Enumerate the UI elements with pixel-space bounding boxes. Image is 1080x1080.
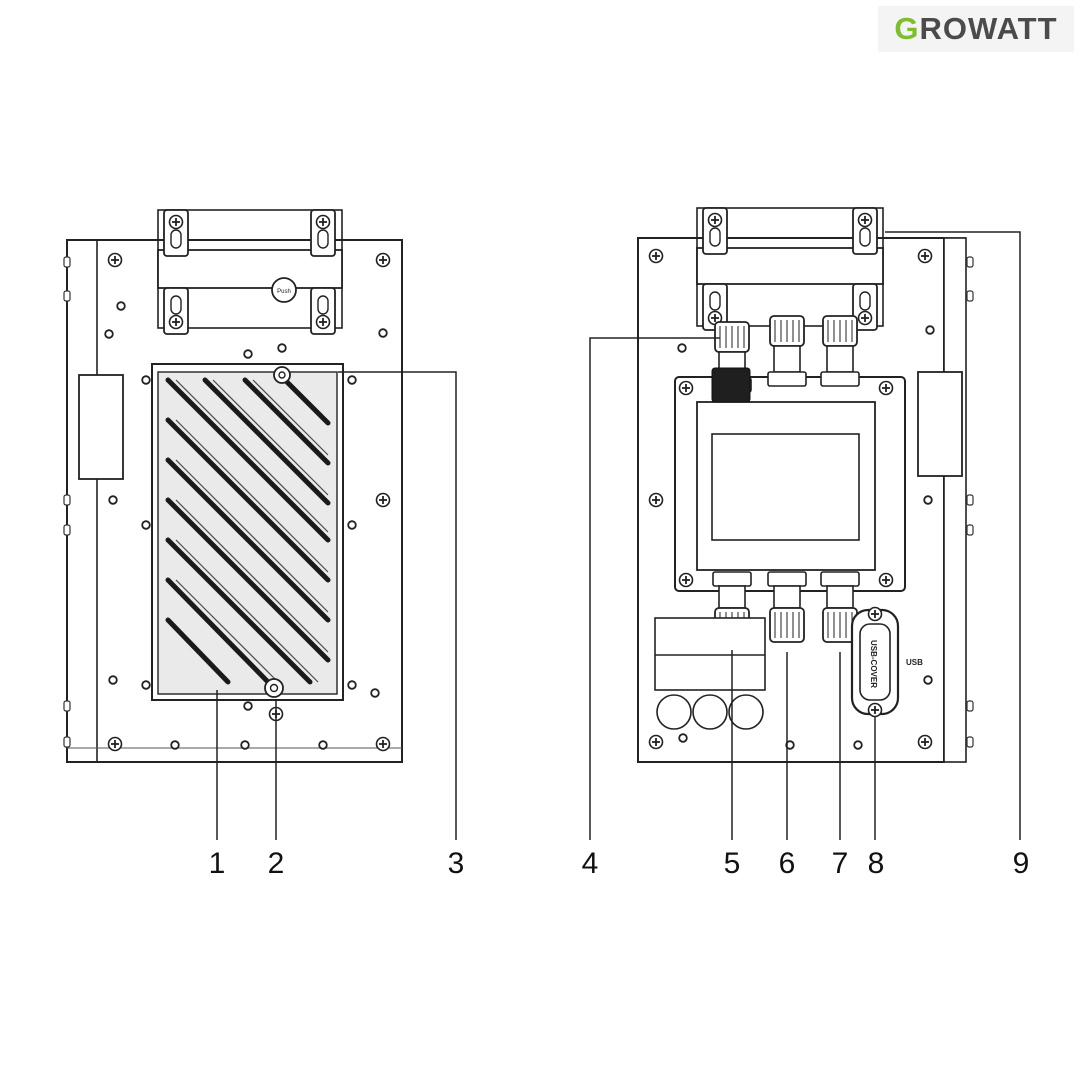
callout-numbers: 1 2 3 4 5 6 7 8 9 — [209, 847, 1030, 880]
callout-6: 6 — [779, 847, 796, 880]
push-button-label: Push — [277, 289, 291, 295]
push-button — [271, 277, 297, 303]
callout-1: 1 — [209, 847, 226, 880]
callout-2: 2 — [268, 847, 285, 880]
callout-3: 3 — [448, 847, 465, 880]
screw-icon — [375, 736, 391, 752]
leader-lines — [216, 231, 1021, 840]
logo-text: GROWATT — [894, 11, 1058, 46]
right-unit: USB-COVER USB — [637, 208, 974, 763]
callout-5: 5 — [724, 847, 741, 880]
usb-cover-label: USB-COVER — [869, 640, 878, 688]
heatsink-fins — [165, 377, 331, 685]
callout-4: 4 — [582, 847, 599, 880]
callout-7: 7 — [832, 847, 849, 880]
usb-cover: USB-COVER — [850, 606, 900, 718]
usb-label: USB — [906, 658, 923, 667]
screw-icon — [375, 252, 391, 268]
screw-icon — [375, 492, 391, 508]
left-unit: Push — [63, 210, 403, 763]
screw-icon — [107, 736, 123, 752]
callout-8: 8 — [868, 847, 885, 880]
callout-9: 9 — [1013, 847, 1030, 880]
screw-icon — [107, 252, 123, 268]
growatt-logo: GROWATT — [878, 6, 1074, 52]
